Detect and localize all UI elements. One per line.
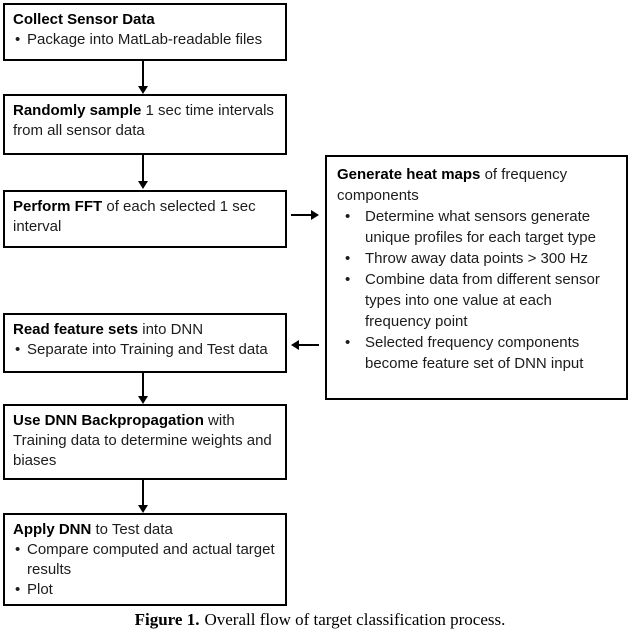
- flow-box-generate-heat-maps: Generate heat maps of frequency componen…: [325, 155, 628, 400]
- bullet-item: Package into MatLab-readable files: [13, 30, 277, 50]
- arrow-down-icon: [137, 61, 149, 94]
- flow-box-read-feature-sets: Read feature sets into DNN Separate into…: [3, 313, 287, 373]
- bullet-item: Throw away data points > 300 Hz: [337, 248, 616, 269]
- bullet-item: Compare computed and actual target resul…: [13, 540, 277, 580]
- arrow-down-icon: [137, 373, 149, 404]
- arrow-down-icon: [137, 155, 149, 189]
- arrow-down-icon: [137, 480, 149, 513]
- figure-caption: Figure 1.Overall flow of target classifi…: [0, 610, 640, 630]
- arrow-right-icon: [291, 209, 319, 221]
- box-title: Apply DNN to Test data: [13, 521, 173, 538]
- bullet-item: Determine what sensors generate unique p…: [337, 206, 616, 248]
- flow-box-randomly-sample: Randomly sample 1 sec time intervals fro…: [3, 94, 287, 155]
- figure-caption-label: Figure 1.: [134, 610, 200, 629]
- bullet-item: Plot: [13, 580, 277, 600]
- box-title: Randomly sample 1 sec time intervals fro…: [13, 102, 274, 139]
- box-title: Collect Sensor Data: [13, 11, 155, 28]
- flow-box-apply-dnn: Apply DNN to Test data Compare computed …: [3, 513, 287, 606]
- figure-caption-text: Overall flow of target classification pr…: [204, 610, 506, 629]
- box-title: Generate heat maps of frequency componen…: [337, 166, 568, 204]
- flow-box-perform-fft: Perform FFT of each selected 1 sec inter…: [3, 190, 287, 248]
- bullet-item: Combine data from different sensor types…: [337, 269, 616, 332]
- bullet-item: Selected frequency components become fea…: [337, 332, 616, 374]
- arrow-left-icon: [291, 339, 319, 351]
- box-title: Use DNN Backpropagation with Training da…: [13, 412, 272, 469]
- box-title: Read feature sets into DNN: [13, 321, 204, 338]
- box-title: Perform FFT of each selected 1 sec inter…: [13, 198, 256, 235]
- bullet-item: Separate into Training and Test data: [13, 340, 277, 360]
- flow-box-collect-sensor-data: Collect Sensor Data Package into MatLab-…: [3, 3, 287, 61]
- flow-box-use-dnn-backpropagation: Use DNN Backpropagation with Training da…: [3, 404, 287, 480]
